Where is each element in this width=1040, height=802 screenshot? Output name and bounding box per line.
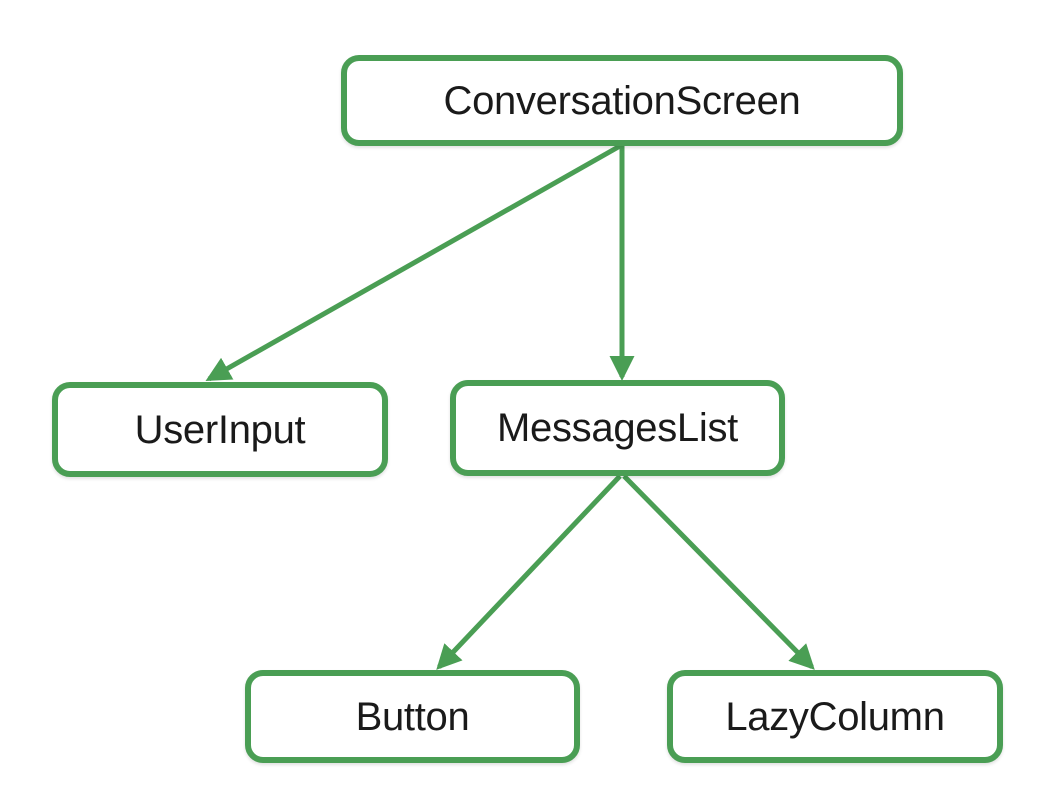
node-label: Button — [355, 694, 470, 739]
node-label: UserInput — [134, 407, 306, 452]
node-lazycolumn[interactable]: LazyColumn — [667, 670, 1003, 763]
edge-conversationscreen-userinput — [205, 143, 622, 382]
node-userinput[interactable]: UserInput — [52, 382, 388, 477]
node-conversationscreen[interactable]: ConversationScreen — [341, 55, 903, 146]
node-button[interactable]: Button — [245, 670, 580, 763]
edge-messageslist-button — [436, 474, 622, 670]
node-label: MessagesList — [497, 406, 738, 450]
node-label: ConversationScreen — [443, 78, 801, 123]
edge-messageslist-lazycolumn — [622, 474, 815, 670]
node-label: LazyColumn — [725, 694, 945, 739]
node-messageslist[interactable]: MessagesList — [450, 380, 785, 476]
